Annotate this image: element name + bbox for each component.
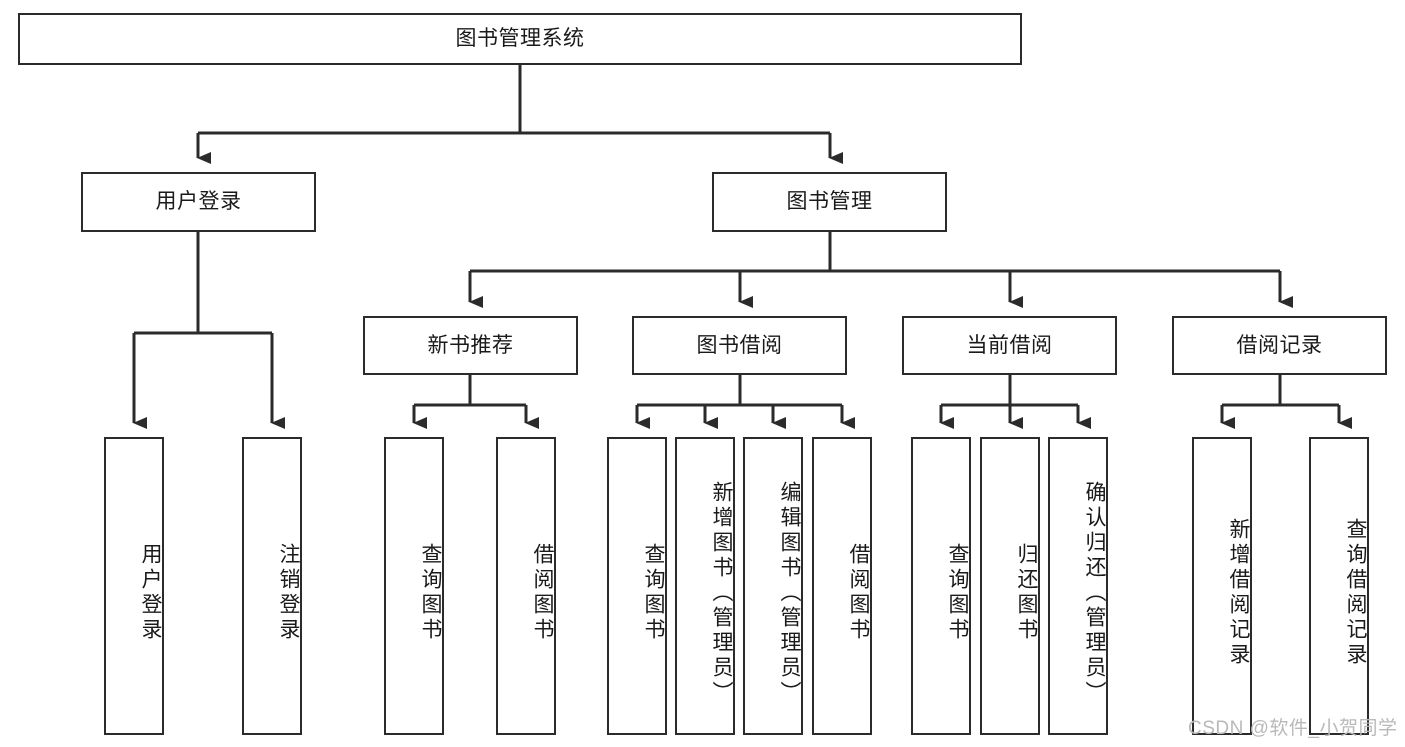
node-user-login[interactable]: 用户登录 bbox=[81, 172, 316, 232]
leaf-newbook-query-book[interactable]: 查询图书 bbox=[384, 437, 444, 735]
leaf-current-return-book-label: 归还图书 bbox=[1015, 543, 1038, 643]
leaf-newbook-query-book-label: 查询图书 bbox=[419, 543, 442, 643]
leaf-borrow-borrow-book[interactable]: 借阅图书 bbox=[812, 437, 872, 735]
node-current-borrow[interactable]: 当前借阅 bbox=[902, 316, 1117, 375]
leaf-record-add-record[interactable]: 新增借阅记录 bbox=[1192, 437, 1252, 735]
node-book-management[interactable]: 图书管理 bbox=[712, 172, 947, 232]
leaf-current-query-book[interactable]: 查询图书 bbox=[911, 437, 971, 735]
leaf-borrow-add-book-admin-label: 新增图书（管理员） bbox=[710, 480, 733, 706]
node-current-borrow-label: 当前借阅 bbox=[966, 333, 1053, 357]
leaf-newbook-borrow-book[interactable]: 借阅图书 bbox=[496, 437, 556, 735]
node-root-label: 图书管理系统 bbox=[455, 27, 585, 51]
leaf-borrow-query-book[interactable]: 查询图书 bbox=[607, 437, 667, 735]
node-borrow-record-label: 借阅记录 bbox=[1236, 333, 1323, 357]
node-book-borrow[interactable]: 图书借阅 bbox=[632, 316, 847, 375]
leaf-borrow-query-book-label: 查询图书 bbox=[642, 543, 665, 643]
node-book-management-label: 图书管理 bbox=[786, 190, 873, 214]
leaf-borrow-borrow-book-label: 借阅图书 bbox=[847, 543, 870, 643]
node-user-login-label: 用户登录 bbox=[155, 190, 242, 214]
leaf-borrow-edit-book-admin-label: 编辑图书（管理员） bbox=[778, 480, 801, 706]
node-new-book-recommend-label: 新书推荐 bbox=[427, 333, 514, 357]
node-book-borrow-label: 图书借阅 bbox=[696, 333, 783, 357]
leaf-borrow-add-book-admin[interactable]: 新增图书（管理员） bbox=[675, 437, 735, 735]
leaf-record-query-record-label: 查询借阅记录 bbox=[1344, 518, 1367, 668]
node-borrow-record[interactable]: 借阅记录 bbox=[1172, 316, 1387, 375]
leaf-logout-label: 注销登录 bbox=[277, 543, 300, 643]
leaf-record-query-record[interactable]: 查询借阅记录 bbox=[1309, 437, 1369, 735]
leaf-borrow-edit-book-admin[interactable]: 编辑图书（管理员） bbox=[743, 437, 803, 735]
leaf-record-add-record-label: 新增借阅记录 bbox=[1227, 518, 1250, 668]
leaf-newbook-borrow-book-label: 借阅图书 bbox=[531, 543, 554, 643]
watermark: CSDN @软件_小贺同学 bbox=[1188, 718, 1398, 739]
node-root[interactable]: 图书管理系统 bbox=[18, 13, 1022, 65]
node-new-book-recommend[interactable]: 新书推荐 bbox=[363, 316, 578, 375]
leaf-current-confirm-return-admin[interactable]: 确认归还（管理员） bbox=[1048, 437, 1108, 735]
leaf-current-return-book[interactable]: 归还图书 bbox=[980, 437, 1040, 735]
leaf-logout[interactable]: 注销登录 bbox=[242, 437, 302, 735]
leaf-user-login[interactable]: 用户登录 bbox=[104, 437, 164, 735]
leaf-user-login-label: 用户登录 bbox=[139, 543, 162, 643]
leaf-current-confirm-return-admin-label: 确认归还（管理员） bbox=[1083, 480, 1106, 706]
leaf-current-query-book-label: 查询图书 bbox=[946, 543, 969, 643]
